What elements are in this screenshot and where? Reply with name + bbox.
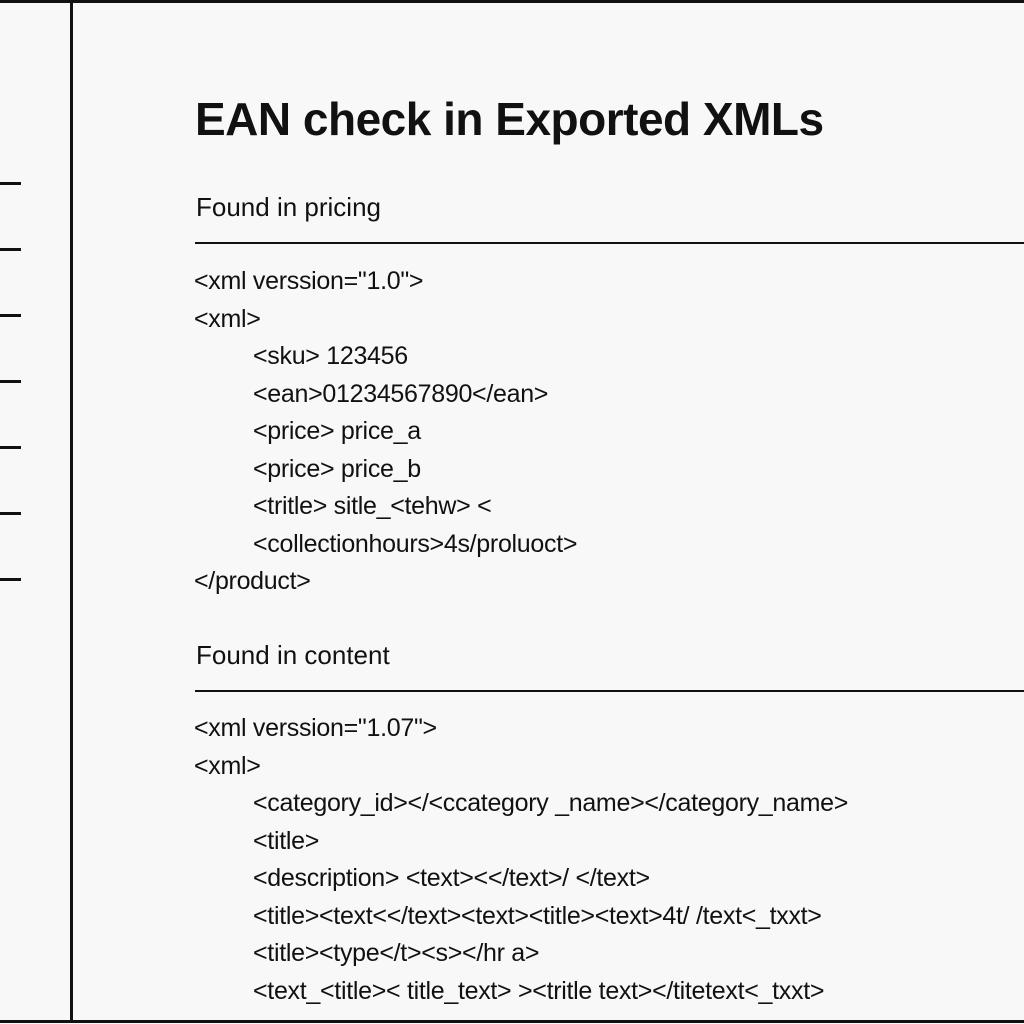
section-heading-content: Found in content <box>196 640 390 670</box>
sidebar-item-5[interactable] <box>0 446 21 449</box>
code-line: <xml> <box>194 304 261 333</box>
code-line: <title><text<</text><text><title><text>4… <box>253 901 822 930</box>
sidebar-item-2[interactable] <box>0 248 21 251</box>
code-line: <ean>01234567890</ean> <box>253 379 549 408</box>
window-bottom-border <box>0 1020 1024 1023</box>
sidebar <box>0 0 71 1024</box>
code-line: <xml verssion="1.0"> <box>194 267 424 295</box>
sidebar-divider <box>70 0 73 1022</box>
code-line: <text_<title>< title_text> ><tritle text… <box>253 976 825 1005</box>
code-line: </product> <box>194 567 311 595</box>
code-line: <category_id></<ccategory _name></catego… <box>253 789 849 817</box>
page-title: EAN check in Exported XMLs <box>195 93 824 145</box>
code-line: <price> price_b <box>253 454 421 483</box>
code-line: <title><type</t><s></hr a> <box>253 939 540 967</box>
section-divider-content <box>195 690 1024 692</box>
code-line: <price> price_a <box>253 417 421 445</box>
code-line: <title> <box>253 826 320 855</box>
sidebar-item-6[interactable] <box>0 512 21 515</box>
xml-code-block-content: <xml verssion="1.07"> <xml> <category_id… <box>194 710 1024 1010</box>
main-content: EAN check in Exported XMLs Found in pric… <box>73 3 1024 1020</box>
sidebar-item-4[interactable] <box>0 380 21 383</box>
code-line: <xml> <box>194 751 261 780</box>
code-line: <sku> 123456 <box>253 342 408 370</box>
section-divider-pricing <box>195 242 1024 244</box>
section-heading-pricing: Found in pricing <box>196 192 381 222</box>
code-line: <xml verssion="1.07"> <box>194 714 437 742</box>
code-line: <description> <text><</text>/ </text> <box>253 864 650 892</box>
sidebar-item-3[interactable] <box>0 314 21 317</box>
sidebar-item-7[interactable] <box>0 578 21 581</box>
sidebar-item-1[interactable] <box>0 182 21 185</box>
window-top-border <box>0 0 1024 3</box>
code-line: <tritle> sitle_<tehw> < <box>253 492 492 520</box>
xml-code-block-pricing: <xml verssion="1.0"> <xml> <sku> 123456 … <box>194 263 1024 601</box>
code-line: <collectionhours>4s/proluoct> <box>253 529 578 558</box>
